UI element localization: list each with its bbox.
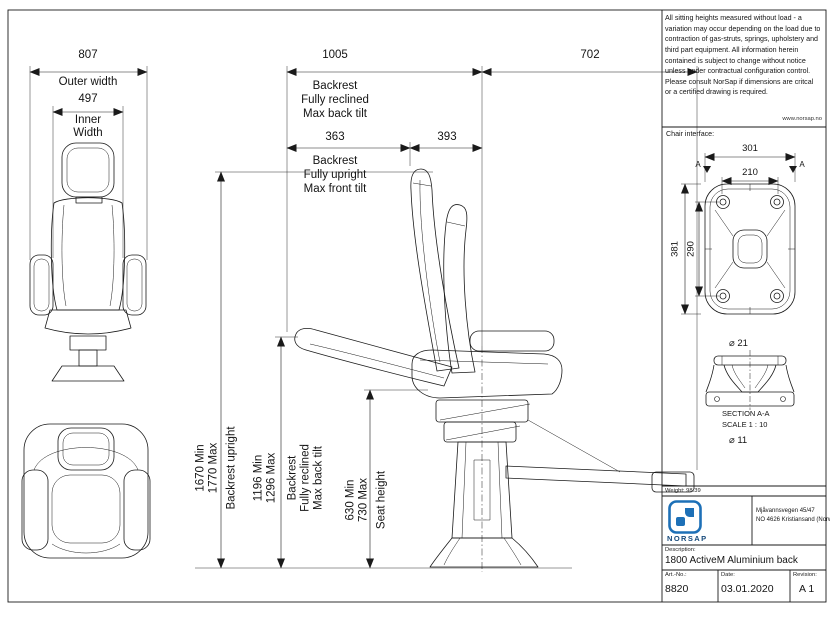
dim-outer-width-value: 807	[78, 49, 98, 61]
revision-label: Revision:	[793, 572, 817, 578]
dim-h2-min: 1196 Min	[252, 454, 265, 502]
dim-h2-label-1: Backrest	[286, 455, 299, 501]
sheet-frame	[7, 9, 827, 603]
iface-height-inner: 290	[685, 241, 697, 257]
dim-upright-label-3: Max front tilt	[303, 183, 367, 195]
dim-inner-width-label-2: Width	[73, 127, 103, 139]
dim-front-span: 702	[580, 49, 600, 61]
dim-h2-label-3: Max back tilt	[312, 446, 325, 510]
address-line-1: Mjåvannsvegen 45/47	[756, 508, 815, 514]
brand-name: NORSAP	[667, 534, 708, 543]
interface-plate	[681, 153, 797, 315]
iface-width-inner: 210	[742, 167, 758, 178]
diameter-top-label: ⌀ 21	[729, 338, 748, 349]
dim-h3-min: 630 Min	[344, 479, 357, 521]
dim-h3-max: 730 Max	[357, 477, 370, 523]
description-value: 1800 ActiveM Aluminium back	[665, 555, 798, 566]
dim-rear-span: 393	[437, 131, 457, 143]
dim-h1-label: Backrest upright	[225, 426, 238, 510]
section-title: SECTION A-A	[722, 409, 770, 418]
dim-h2-label-2: Fully reclined	[299, 444, 312, 512]
pedestal-section	[705, 350, 795, 410]
chair-interface-label: Chair interface:	[666, 130, 715, 138]
description-label: Description:	[665, 547, 696, 553]
extension-lines	[29, 66, 698, 569]
dim-h3-label: Seat height	[375, 470, 388, 530]
diameter-bottom-label: ⌀ 11	[729, 435, 748, 446]
dim-outer-width-label: Outer width	[58, 76, 118, 88]
date-value: 03.01.2020	[721, 583, 774, 595]
iface-width-outer: 301	[742, 143, 758, 154]
art-no-value: 8820	[665, 583, 689, 595]
art-no-label: Art.-No.:	[665, 572, 687, 578]
dim-h2-max: 1296 Max	[265, 452, 278, 504]
dim-upright-label-1: Backrest	[312, 155, 358, 167]
dim-h1-min: 1670 Min	[194, 444, 207, 492]
dim-reclined-label-2: Fully reclined	[301, 94, 369, 106]
dim-inner-width-value: 497	[78, 93, 98, 105]
dim-inner-width-label-1: Inner	[74, 114, 102, 126]
section-marker-a-left: A	[695, 160, 701, 169]
dim-upright-label-2: Fully upright	[303, 169, 367, 181]
address-line-2: NO 4626 Kristiansand (Norway)	[756, 517, 830, 523]
front-view	[29, 142, 147, 382]
notes-text: All sitting heights measured without loa…	[665, 14, 821, 97]
revision-value: A 1	[799, 583, 815, 595]
website-link[interactable]: www.norsap.no	[782, 116, 822, 122]
date-label: Date:	[721, 572, 735, 578]
section-scale: SCALE 1 : 10	[722, 420, 768, 429]
section-marker-a-right: A	[799, 160, 805, 169]
dim-h1-max: 1770 Max	[207, 442, 220, 494]
dim-reclined-label-1: Backrest	[312, 80, 358, 92]
side-view	[294, 168, 695, 572]
dim-reclined-value: 1005	[322, 49, 348, 61]
dim-reclined-label-3: Max back tilt	[303, 108, 367, 120]
weight-label: Weight: 98.39	[665, 488, 701, 494]
dim-upright-value: 363	[325, 131, 345, 143]
iface-height-outer: 381	[669, 241, 681, 257]
dimension-lines	[29, 68, 698, 569]
top-view	[21, 423, 151, 559]
norsap-logo-icon	[668, 500, 702, 534]
